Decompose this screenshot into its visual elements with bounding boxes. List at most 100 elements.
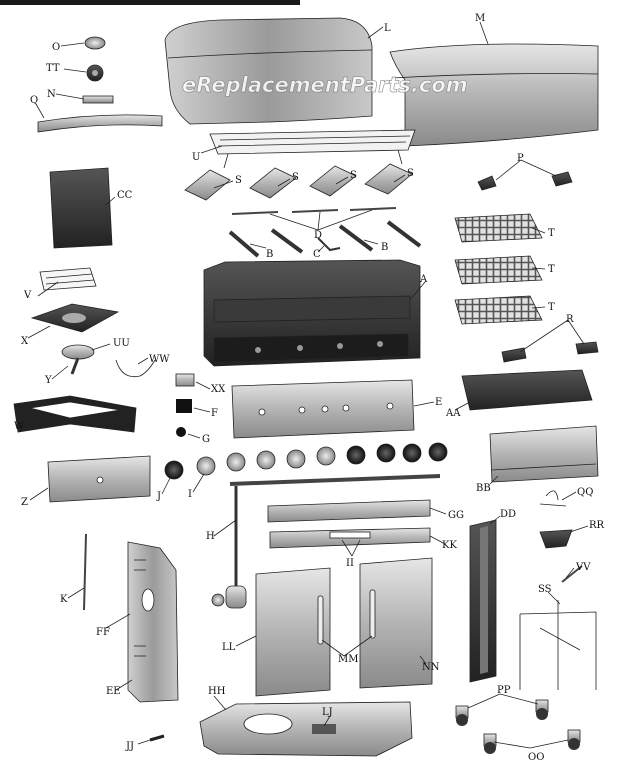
part-I-knobs bbox=[196, 442, 448, 476]
part-C bbox=[317, 237, 341, 252]
header-bar bbox=[0, 0, 300, 5]
part-J-knob bbox=[164, 460, 184, 480]
label-M: M bbox=[475, 13, 485, 24]
label-Z: Z bbox=[21, 497, 28, 508]
part-PP-casters bbox=[455, 699, 549, 726]
label-L: L bbox=[384, 23, 391, 34]
part-KK bbox=[269, 527, 431, 549]
label-QQ: QQ bbox=[577, 487, 593, 498]
part-W bbox=[13, 395, 137, 433]
label-FF: FF bbox=[96, 627, 110, 638]
label-S3: S bbox=[350, 170, 357, 181]
label-E: E bbox=[435, 397, 442, 408]
label-F: F bbox=[211, 408, 218, 419]
label-T3: T bbox=[548, 302, 555, 313]
label-UU: UU bbox=[113, 338, 130, 349]
part-RR bbox=[539, 529, 573, 549]
part-VV bbox=[561, 565, 583, 583]
part-U-warming-rack bbox=[209, 129, 416, 169]
part-O bbox=[84, 36, 106, 50]
label-I: I bbox=[188, 489, 192, 500]
label-GG: GG bbox=[448, 510, 464, 521]
part-TT bbox=[86, 64, 104, 82]
label-LJ: LJ bbox=[322, 707, 333, 718]
part-R bbox=[501, 341, 599, 363]
part-GG bbox=[267, 499, 431, 523]
label-V: V bbox=[23, 290, 32, 301]
label-U: U bbox=[192, 152, 200, 163]
label-P: P bbox=[517, 153, 524, 164]
label-RR: RR bbox=[589, 520, 605, 531]
part-DD bbox=[469, 519, 497, 683]
label-S2: S bbox=[292, 172, 299, 183]
label-B1: B bbox=[266, 249, 273, 260]
part-E-control-panel bbox=[231, 379, 415, 439]
label-Q: Q bbox=[30, 95, 38, 106]
label-VV: VV bbox=[575, 562, 591, 573]
label-O: O bbox=[52, 42, 60, 53]
label-XX: XX bbox=[211, 384, 226, 395]
label-X: X bbox=[21, 336, 29, 347]
part-B-burners bbox=[228, 220, 422, 258]
label-Y: Y bbox=[44, 375, 52, 386]
part-X bbox=[30, 303, 120, 333]
part-FF-EE bbox=[127, 541, 179, 703]
label-CC: CC bbox=[117, 190, 133, 201]
label-MM: MM bbox=[338, 654, 358, 665]
label-A: A bbox=[419, 274, 428, 285]
part-NN-door bbox=[359, 557, 433, 689]
label-W: W bbox=[14, 421, 25, 432]
label-H: H bbox=[206, 531, 215, 542]
label-EE: EE bbox=[106, 686, 121, 697]
label-TT: TT bbox=[46, 63, 60, 74]
part-WW bbox=[115, 359, 156, 378]
part-OO-casters bbox=[483, 729, 581, 754]
part-S-heat-plates bbox=[184, 163, 413, 201]
label-T2: T bbox=[548, 264, 555, 275]
part-P bbox=[477, 171, 573, 191]
part-G bbox=[176, 427, 186, 437]
label-JJ: JJ bbox=[125, 741, 134, 752]
label-SS: SS bbox=[538, 584, 552, 595]
part-QQ bbox=[539, 490, 567, 507]
label-N: N bbox=[47, 89, 56, 100]
part-labels: O TT N Q L M U CC S S S S P D B B C T T … bbox=[14, 13, 605, 763]
part-JJ bbox=[149, 734, 165, 742]
label-B2: B bbox=[381, 242, 388, 253]
part-LL-door bbox=[255, 567, 331, 697]
part-Z bbox=[47, 455, 151, 503]
label-NN: NN bbox=[422, 662, 440, 673]
label-K: K bbox=[60, 594, 68, 605]
label-D: D bbox=[314, 230, 322, 241]
label-G: G bbox=[202, 434, 210, 445]
leader-lines bbox=[21, 21, 589, 749]
part-Q bbox=[37, 114, 163, 133]
part-CC bbox=[49, 167, 113, 249]
part-N bbox=[82, 95, 114, 104]
label-J: J bbox=[156, 491, 161, 502]
label-S4: S bbox=[407, 168, 414, 179]
part-K bbox=[83, 533, 87, 611]
part-L-hood bbox=[164, 17, 373, 125]
watermark: eReplacementParts.com bbox=[182, 73, 468, 97]
part-Y-UU bbox=[61, 344, 95, 375]
label-T1: T bbox=[548, 228, 555, 239]
label-LL: LL bbox=[222, 642, 236, 653]
part-SS bbox=[519, 600, 597, 690]
part-T-grates bbox=[454, 213, 543, 325]
part-A-firebox bbox=[203, 259, 421, 367]
label-PP: PP bbox=[497, 685, 511, 696]
label-KK: KK bbox=[442, 540, 457, 551]
label-R: R bbox=[566, 314, 574, 325]
part-HH-base bbox=[199, 701, 413, 757]
label-C: C bbox=[313, 249, 321, 260]
part-AA bbox=[461, 369, 593, 411]
part-M-hood bbox=[389, 43, 599, 147]
label-AA: AA bbox=[445, 408, 461, 419]
part-BB bbox=[489, 425, 599, 483]
label-OO: OO bbox=[528, 752, 544, 763]
part-F bbox=[176, 399, 192, 413]
part-V bbox=[39, 267, 97, 291]
label-BB: BB bbox=[476, 483, 491, 494]
